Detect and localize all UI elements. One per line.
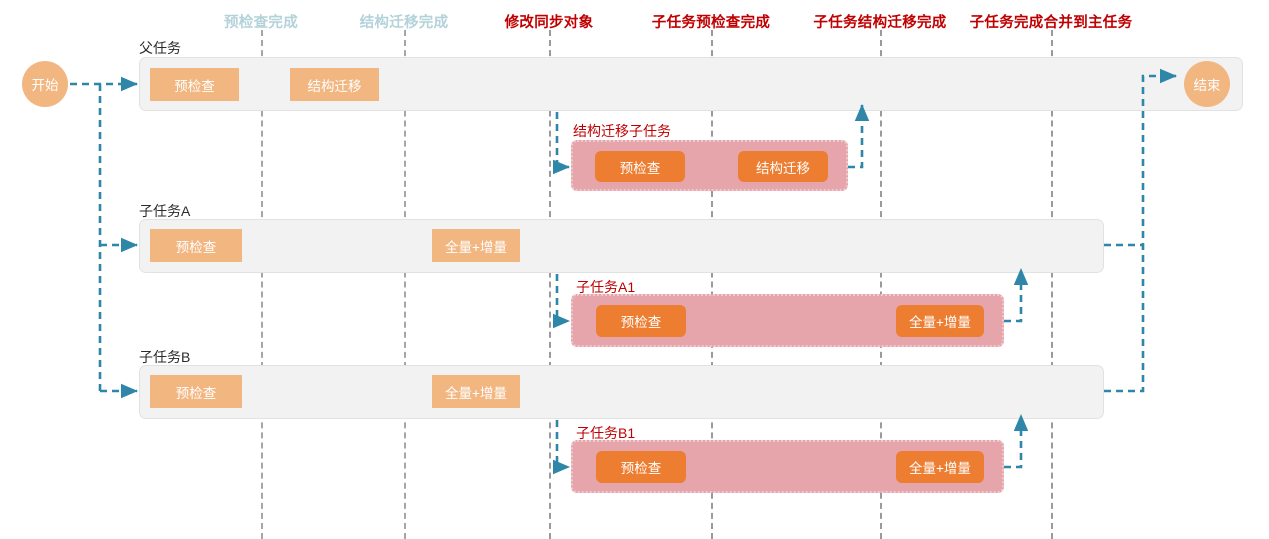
lane-title-子任务B: 子任务B	[139, 349, 191, 365]
wire-migration-subtask-merge	[848, 103, 870, 169]
milestone-gridline-4	[711, 30, 713, 539]
milestone-label-5: 子任务结构迁移完成	[813, 15, 947, 31]
wire-merge-to-end	[1104, 68, 1178, 393]
lane-父任务	[139, 57, 1243, 111]
lane-title-子任务A: 子任务A	[139, 203, 191, 219]
wire-to-migration-subtask	[552, 112, 571, 175]
milestone-gridline-5	[880, 30, 882, 539]
start-node[interactable]: 开始	[22, 61, 68, 107]
end-node[interactable]: 结束	[1184, 61, 1230, 107]
wire-subtaskB1-merge	[1004, 413, 1029, 469]
subtask-block-子任务B1-2[interactable]: 全量+增量	[896, 451, 984, 483]
lane-子任务A	[139, 219, 1104, 273]
milestone-label-6: 子任务完成合并到主任务	[969, 15, 1133, 31]
subtask-block-子任务B1-1[interactable]: 预检查	[596, 451, 686, 483]
milestone-label-2: 结构迁移完成	[359, 15, 449, 31]
wire-to-subtaskA1	[552, 274, 571, 329]
milestone-gridline-6	[1051, 30, 1053, 539]
subtask-block-子任务A1-2[interactable]: 全量+增量	[896, 305, 984, 337]
wire-to-subtaskB1	[552, 420, 571, 475]
subgroup-title-子任务A1: 子任务A1	[576, 279, 636, 295]
milestone-gridline-3	[549, 30, 551, 539]
subtask-block-结构迁移子任务-1[interactable]: 预检查	[595, 151, 685, 182]
lane-子任务B	[139, 365, 1104, 419]
milestone-label-4: 子任务预检查完成	[651, 15, 771, 31]
subgroup-title-子任务B1: 子任务B1	[576, 425, 636, 441]
lane-title-父任务: 父任务	[139, 40, 181, 56]
milestone-label-1: 预检查完成	[224, 15, 298, 31]
wire-subtaskA1-merge	[1004, 267, 1029, 323]
subtask-block-结构迁移子任务-2[interactable]: 结构迁移	[738, 151, 828, 182]
subtask-block-子任务A1-1[interactable]: 预检查	[596, 305, 686, 337]
task-block-父任务-1[interactable]: 预检查	[150, 68, 239, 101]
task-block-子任务A-1[interactable]: 预检查	[150, 229, 242, 262]
task-block-子任务B-1[interactable]: 预检查	[150, 375, 242, 408]
milestone-label-3: 修改同步对象	[504, 15, 594, 31]
task-block-子任务A-2[interactable]: 全量+增量	[432, 229, 520, 262]
task-block-父任务-2[interactable]: 结构迁移	[290, 68, 379, 101]
task-block-子任务B-2[interactable]: 全量+增量	[432, 375, 520, 408]
subgroup-title-结构迁移子任务: 结构迁移子任务	[573, 123, 671, 139]
milestone-gridline-2	[404, 30, 406, 539]
milestone-gridline-1	[261, 30, 263, 539]
